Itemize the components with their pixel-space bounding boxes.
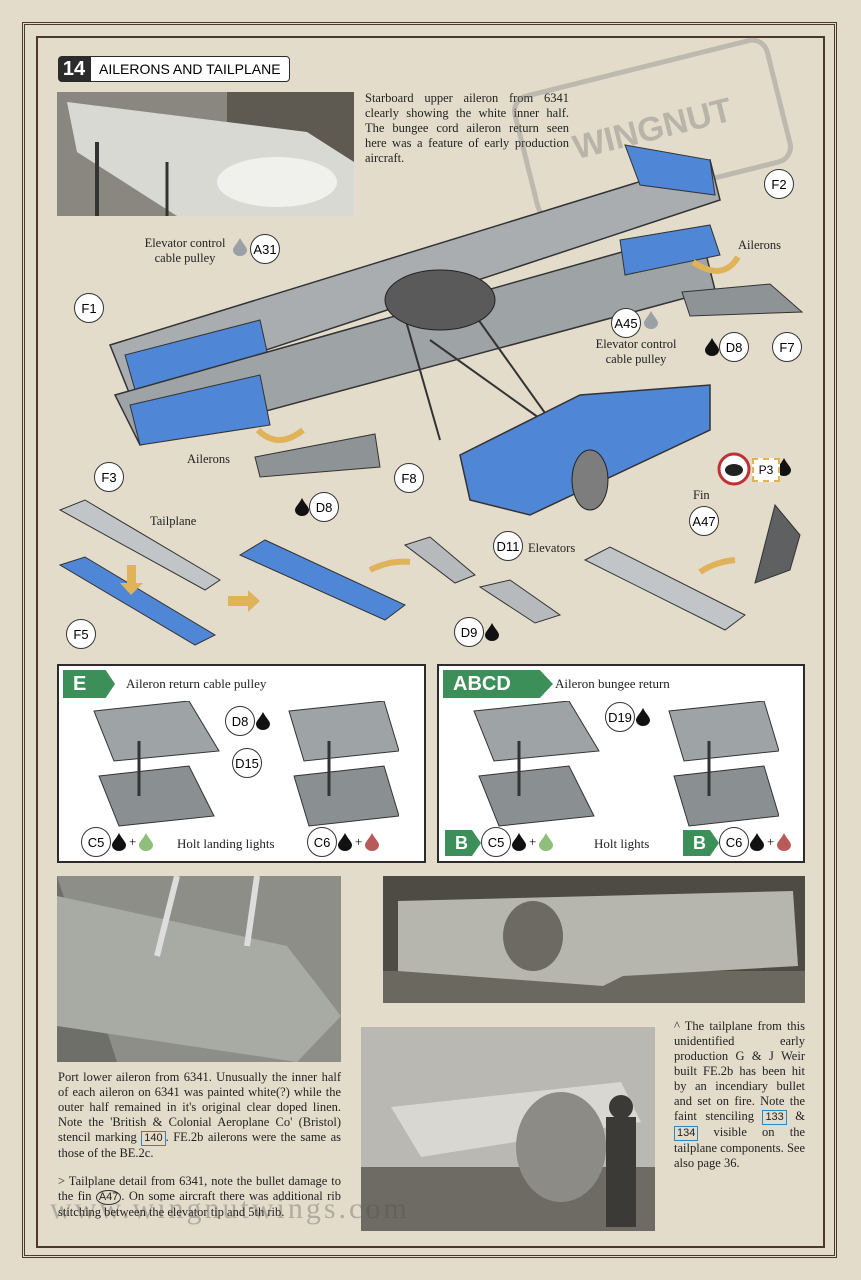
callout-f7: F7 [772,332,802,362]
no-elephant-icon [717,452,751,486]
photo-port-lower-aileron [57,876,341,1062]
stencil-ref-133: 133 [762,1110,787,1125]
paint-p-icon [512,833,526,851]
assembly-arrows [120,255,741,612]
box-e-plus-1: + [129,834,137,849]
variant-tag-e: E [63,670,115,698]
label-tailplane: Tailplane [150,514,197,528]
box-abcd-callout-c5: C5 [481,827,511,857]
tailplane-assembly-parts [58,499,801,646]
box-abcd-callout-c6: C6 [719,827,749,857]
photo-burnt-tailplane-image [383,876,805,1003]
paint-p-icon [485,623,499,641]
detail-box-e: E Aileron return cable pulley D8 D15 C5 … [57,664,426,863]
box-e-callout-d8: D8 [225,706,255,736]
box-e-callout-c6: C6 [307,827,337,857]
tail-caption-before: > Tailplane detail from 6341, note the b… [58,1174,341,1203]
box-abcd-wing-diagram [473,701,779,827]
aileron-left-part [254,433,381,478]
box-e-callout-c5: C5 [81,827,111,857]
label-fin: Fin [693,488,710,502]
step-number: 14 [58,56,90,82]
page-border-outer [22,22,837,1258]
paint-p-icon [338,833,352,851]
paint-w-icon [139,833,153,851]
port-caption-after: . FE.2b ailerons were the same as those … [58,1130,341,1160]
callout-f8: F8 [394,463,424,493]
right-caption-mid: & [786,1109,805,1123]
burnt-tailplane-caption: ^ The tailplane from this unidentified e… [674,1019,805,1171]
photo-starboard-aileron-image [57,92,354,216]
port-caption-before: Port lower aileron from 6341. Unusually … [58,1070,341,1144]
top-caption: Starboard upper aileron from 6341 clearl… [365,91,569,165]
decal-p3: P3 [752,458,780,482]
page-border-inner [36,36,825,1248]
paint-d-icon [644,311,658,329]
step-title: AILERONS AND TAILPLANE [90,56,290,82]
callout-d9: D9 [454,617,484,647]
website-watermark: www.wingnutwings.com [50,1192,410,1225]
callout-d11: D11 [493,531,523,561]
label-elevator-pulley-right: Elevator control cable pulley [595,337,677,366]
photo-tailplane-6341 [361,1027,655,1231]
port-aileron-caption: Port lower aileron from 6341. Unusually … [58,1070,341,1161]
label-elevator-pulley-left: Elevator control cable pulley [144,236,226,265]
callout-a45: A45 [611,308,641,338]
step-header: 14 AILERONS AND TAILPLANE [58,56,290,82]
paint-v-icon [777,833,791,851]
paint-p-icon [256,712,270,730]
paint-p-icon [295,498,309,516]
paint-d-icon [233,238,247,256]
paint-p-icon [112,833,126,851]
photo-tailplane-6341-image [361,1027,655,1231]
paint-p-icon [777,458,791,476]
right-caption-before: ^ The tailplane from this unidentified e… [674,1019,805,1123]
right-caption-after: visible on the tailplane components. See… [674,1125,805,1170]
photo-port-lower-aileron-image [57,876,341,1062]
label-ailerons-right: Ailerons [738,238,782,252]
callout-a31: A31 [250,234,280,264]
callout-f2: F2 [764,169,794,199]
box-abcd-title: Aileron bungee return [555,676,670,691]
photo-starboard-aileron [57,92,354,216]
box-e-plus-2: + [355,834,363,849]
box-abcd-plus-1: + [529,834,537,849]
paint-p-icon [705,338,719,356]
paint-v-icon [365,833,379,851]
variant-tag-b-left: B [445,830,481,856]
callout-d8-right: D8 [719,332,749,362]
box-e-lights-label: Holt landing lights [177,836,275,851]
box-abcd-callout-d19: D19 [605,702,635,732]
paint-w-icon [539,833,553,851]
tailplane-detail-caption: > Tailplane detail from 6341, note the b… [58,1174,341,1220]
tail-caption-after: . On some aircraft there was additional … [58,1189,341,1219]
paint-p-icon [750,833,764,851]
callout-d8-left: D8 [309,492,339,522]
stencil-ref-140: 140 [141,1131,166,1146]
box-e-wing-diagram [93,701,399,827]
paint-p-icon [636,708,650,726]
box-e-callout-d15: D15 [232,748,262,778]
aileron-right-part [681,283,804,317]
label-elevators: Elevators [528,541,576,555]
callout-f5: F5 [66,619,96,649]
box-abcd-plus-2: + [767,834,775,849]
stencil-ref-134: 134 [674,1126,699,1141]
detail-box-abcd: ABCD Aileron bungee return D19 B C5 + Ho… [437,664,805,863]
callout-f1: F1 [74,293,104,323]
box-e-title: Aileron return cable pulley [126,676,267,691]
photo-burnt-tailplane [383,876,805,1003]
callout-f3: F3 [94,462,124,492]
aircraft-main-diagram [109,144,721,516]
callout-a47: A47 [689,506,719,536]
label-ailerons-left: Ailerons [187,452,231,466]
box-abcd-lights-label: Holt lights [594,836,650,851]
variant-tag-abcd: ABCD [443,670,553,698]
